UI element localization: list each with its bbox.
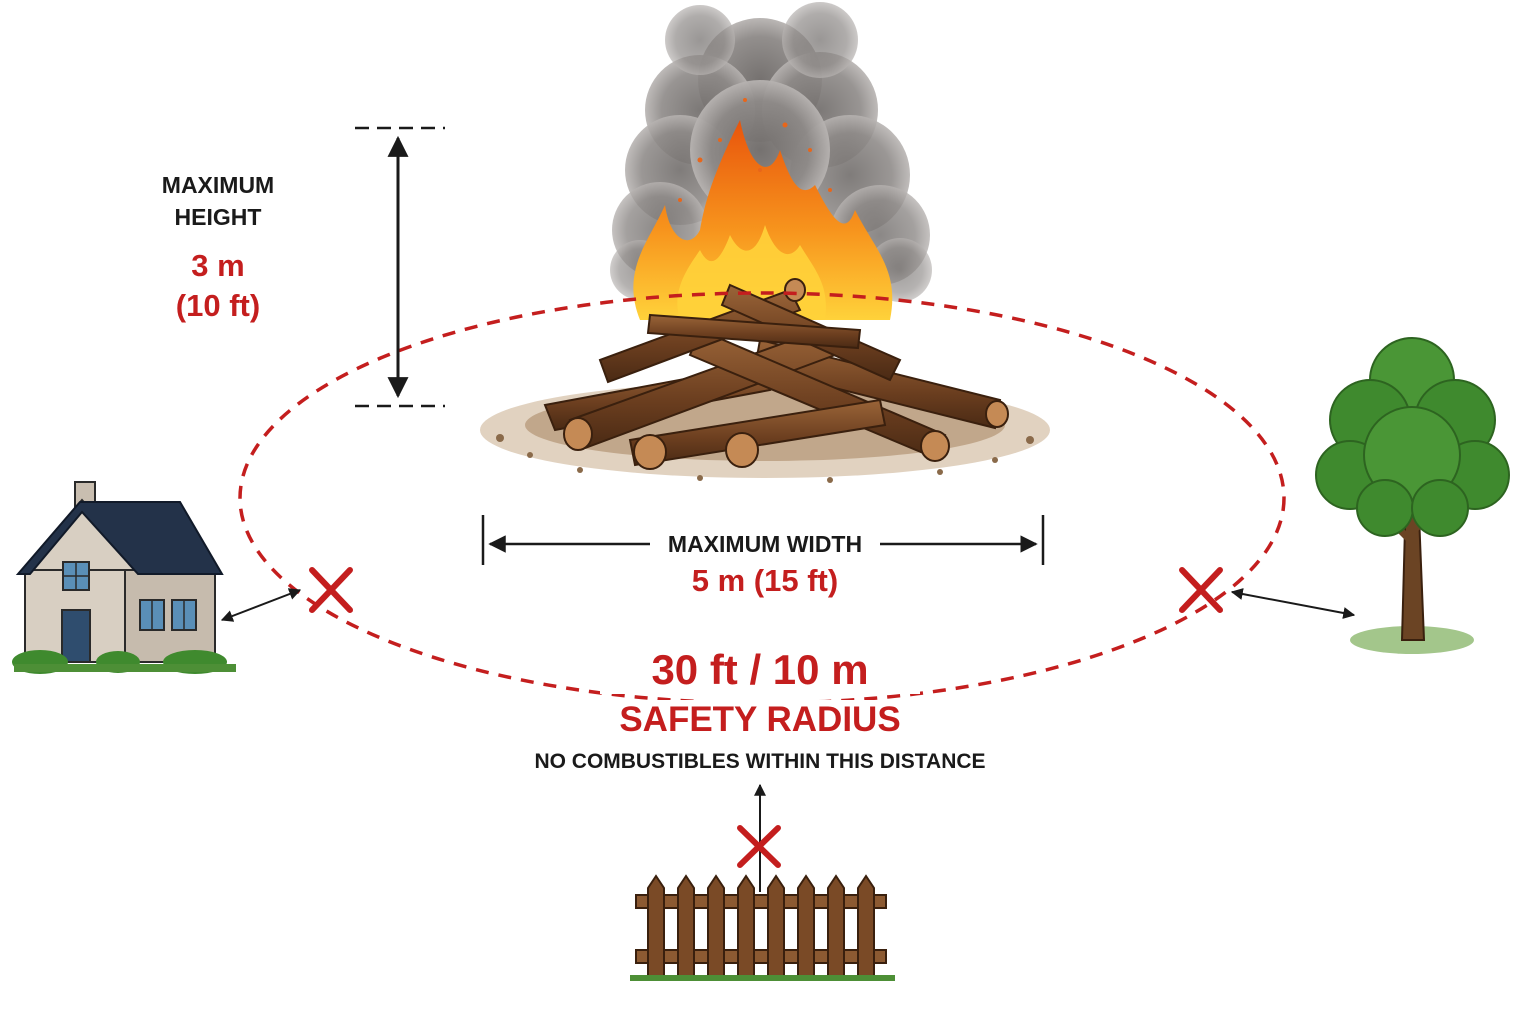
house-icon <box>12 481 236 674</box>
fence-icon <box>630 874 895 981</box>
radius-note: NO COMBUSTIBLES WITHIN THIS DISTANCE <box>534 750 986 773</box>
embers <box>678 98 832 202</box>
height-label-line2: HEIGHT <box>174 204 262 230</box>
height-dimension <box>355 126 445 408</box>
height-label-line1: MAXIMUM <box>161 172 275 198</box>
width-value: 5 m (15 ft) <box>691 563 839 598</box>
tree-icon <box>1315 337 1510 654</box>
red-x-icon <box>309 567 1223 868</box>
bonfire-icon <box>543 278 1009 470</box>
height-value: 3 m <box>191 248 245 283</box>
radius-title: SAFETY RADIUS <box>600 700 920 740</box>
width-dimension <box>481 515 1045 565</box>
height-value-alt: (10 ft) <box>175 288 261 323</box>
distance-arrows <box>220 588 1356 892</box>
radius-value: 30 ft / 10 m <box>600 646 920 694</box>
width-label-title: MAXIMUM WIDTH <box>667 531 863 557</box>
